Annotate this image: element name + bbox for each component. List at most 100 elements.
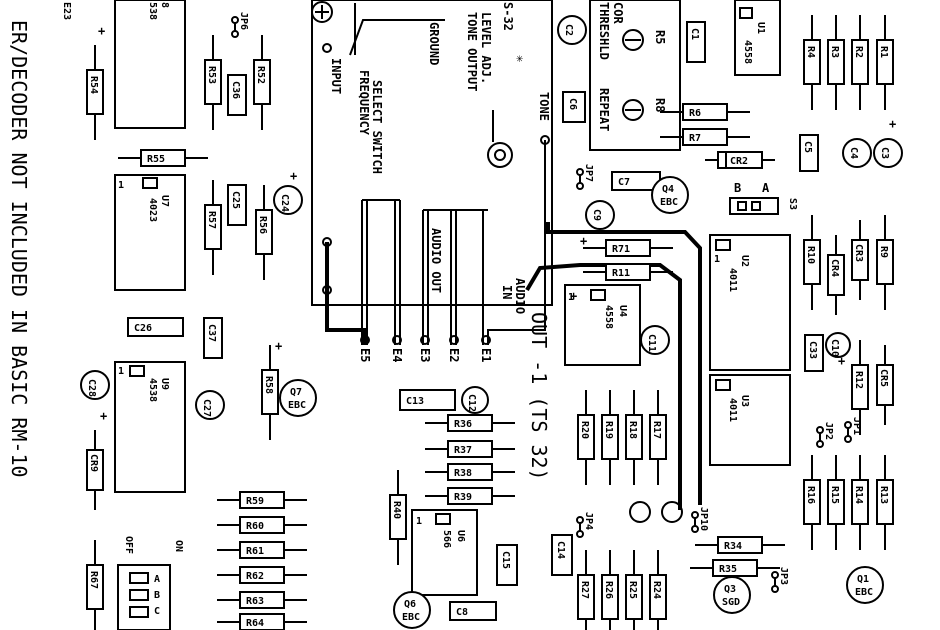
svg-text:U6: U6	[455, 530, 466, 542]
polarity-plus-4: +	[889, 117, 896, 131]
polarity-plus-6: +	[275, 339, 282, 353]
svg-text:R62: R62	[246, 571, 264, 582]
svg-text:R20: R20	[579, 421, 590, 439]
svg-text:4558: 4558	[603, 305, 614, 329]
resistor-r34: R34	[695, 536, 785, 554]
svg-text:C5: C5	[802, 141, 813, 153]
resistor-r67: R67	[86, 540, 104, 630]
edge-pin-e5: E5	[358, 348, 372, 362]
svg-text:C37: C37	[206, 324, 217, 342]
svg-text:R64: R64	[246, 618, 264, 629]
svg-text:R56: R56	[257, 216, 268, 234]
resistor-r26: R26	[601, 550, 619, 630]
svg-text:R39: R39	[454, 492, 472, 503]
svg-text:A: A	[154, 574, 160, 585]
svg-text:R8: R8	[653, 98, 667, 112]
svg-text:C15: C15	[500, 551, 511, 569]
notice-text: ER/DECODER NOT INCLUDED IN BASIC RM-10	[7, 20, 31, 478]
resistor-r16: R16	[803, 455, 821, 550]
svg-text:Q4: Q4	[662, 184, 674, 195]
svg-text:EBC: EBC	[660, 197, 678, 208]
svg-text:R24: R24	[651, 581, 662, 599]
svg-text:8: 8	[159, 2, 170, 8]
resistor-r61: R61	[217, 541, 307, 559]
resistor-r37: R37	[425, 440, 515, 458]
svg-text:JP10: JP10	[698, 507, 709, 531]
resistor-r17: R17	[649, 390, 667, 485]
svg-text:R14: R14	[853, 486, 864, 504]
svg-text:R34: R34	[724, 541, 742, 552]
svg-text:R40: R40	[391, 501, 402, 519]
svg-text:R67: R67	[88, 571, 99, 589]
edge-pins: E5 E4 E3 E2 E1	[358, 335, 493, 362]
svg-text:C28: C28	[86, 379, 97, 397]
svg-text:R55: R55	[147, 154, 165, 165]
svg-text:4538: 4538	[147, 378, 158, 402]
ic-u8: 8 538	[114, 0, 186, 129]
module-label-select-switch: SELECT SWITCH	[370, 80, 384, 174]
resistor-r59: R59	[217, 491, 307, 509]
svg-text:CR3: CR3	[853, 244, 864, 262]
svg-text:U3: U3	[739, 395, 750, 407]
svg-text:R1: R1	[878, 46, 889, 58]
resistor-r9: R9	[876, 215, 894, 310]
edge-pin-e2: E2	[447, 348, 461, 362]
svg-text:4011: 4011	[727, 398, 738, 422]
resistor-r19: R19	[601, 390, 619, 485]
svg-text:R18: R18	[627, 421, 638, 439]
svg-text:R60: R60	[246, 521, 264, 532]
svg-text:JP3: JP3	[778, 567, 789, 585]
resistor-r7: R7	[660, 128, 750, 146]
svg-text:4023: 4023	[147, 198, 158, 222]
module-star: ✳	[516, 51, 523, 65]
diode-cr9: CR9	[86, 430, 104, 510]
svg-text:R10: R10	[805, 246, 816, 264]
svg-text:R35: R35	[719, 564, 737, 575]
svg-text:R25: R25	[627, 581, 638, 599]
capacitor-c9: C9	[585, 200, 615, 230]
svg-text:C27: C27	[201, 399, 212, 417]
svg-text:R9: R9	[878, 246, 889, 258]
svg-text:JP7: JP7	[583, 164, 594, 182]
jumper-jp6: JP6	[231, 12, 249, 38]
svg-text:Q7: Q7	[290, 387, 302, 398]
svg-text:CR5: CR5	[878, 369, 889, 387]
module-label-frequency: FREQUENCY	[357, 70, 371, 136]
svg-text:4011: 4011	[727, 268, 738, 292]
svg-text:R61: R61	[246, 546, 264, 557]
resistor-r57: R57	[204, 180, 222, 275]
svg-text:538: 538	[147, 2, 158, 20]
svg-text:U1: U1	[755, 22, 766, 34]
ic-pin1-u7: 1	[118, 180, 124, 191]
screw-icon	[311, 1, 333, 23]
capacitor-c15: C15	[496, 544, 518, 586]
capacitor-c14: C14	[551, 534, 573, 576]
resistor-r2: R2	[851, 15, 869, 110]
svg-text:U2: U2	[739, 255, 750, 267]
svg-text:R11: R11	[612, 268, 630, 279]
ic-pin1-u4: 1	[568, 292, 574, 303]
ic-u7: U7 4023	[114, 174, 186, 291]
diode-cr3: CR3	[851, 220, 869, 300]
jumper-jp10: JP10	[691, 507, 709, 533]
resistor-r40: R40	[389, 470, 407, 565]
components-layer: R1R2R3R4R6R7R9R10R11R12R13R14R15R16R17R1…	[80, 12, 903, 630]
module-part-ref: S-32	[501, 2, 515, 31]
ic-pin1-u2: 1	[714, 254, 720, 265]
capacitor-c28: C28	[80, 370, 110, 400]
resistor-r13: R13	[876, 455, 894, 550]
diode-cr5: CR5	[876, 345, 894, 425]
resistor-r25: R25	[625, 550, 643, 630]
svg-text:C36: C36	[230, 81, 241, 99]
ic-u3: U3 4011	[709, 374, 791, 466]
svg-text:JP4: JP4	[583, 512, 594, 530]
capacitor-c3: C3	[873, 138, 903, 168]
resistor-r14: R14	[851, 455, 869, 550]
svg-text:C26: C26	[134, 323, 152, 334]
svg-text:R59: R59	[246, 496, 264, 507]
resistor-r12: R12	[851, 340, 869, 435]
svg-text:EBC: EBC	[855, 587, 873, 598]
svg-text:C8: C8	[456, 607, 468, 618]
edge-pin-e3: E3	[418, 348, 432, 362]
